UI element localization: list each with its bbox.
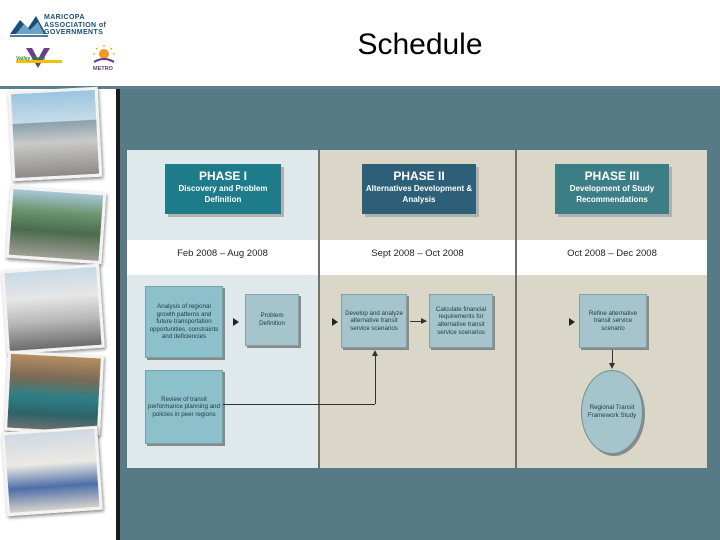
phase-3-dates: Oct 2008 – Dec 2008	[567, 248, 657, 259]
problem-definition-step: Problem Definition	[245, 294, 299, 346]
phase-3-header: PHASE III Development of Study Recommend…	[555, 164, 669, 214]
station-photo	[5, 185, 107, 265]
metro-logo-icon	[93, 45, 115, 63]
arrow-icon	[372, 350, 378, 356]
connector-line	[612, 350, 613, 364]
photo-strip	[0, 86, 118, 540]
arrow-icon	[609, 363, 615, 369]
connector-line	[223, 404, 375, 405]
light-rail-photo	[7, 86, 103, 182]
metro-logo-text: METRO	[93, 66, 113, 72]
phase-2-header: PHASE II Alternatives Development & Anal…	[362, 164, 476, 214]
maricopa-logo-text: MARICOPA ASSOCIATION of GOVERNMENTS	[44, 14, 107, 36]
framework-study-oval: Regional Transit Framework Study	[581, 370, 643, 454]
arrow-icon	[332, 318, 338, 326]
streetcar-photo	[3, 350, 105, 436]
arrow-icon	[410, 318, 427, 324]
phase-1-header: PHASE I Discovery and Problem Definition	[165, 164, 281, 214]
header-divider	[0, 86, 720, 89]
divider-bar	[116, 89, 120, 540]
bus-photo	[1, 263, 105, 355]
maricopa-logo-icon	[10, 16, 48, 37]
phase-subtitle: Development of Study Recommendations	[569, 184, 655, 204]
review-step: Review of transit performance planning a…	[145, 370, 223, 444]
phase-title: PHASE II	[393, 169, 445, 183]
commuter-rail-photo	[1, 425, 103, 517]
schedule-diagram: PHASE I Discovery and Problem Definition…	[127, 150, 707, 468]
refine-step: Refine alternative transit service scena…	[579, 294, 647, 348]
phase-3-column: PHASE III Development of Study Recommend…	[515, 150, 707, 468]
analysis-step: Analysis of regional growth patterns and…	[145, 286, 223, 358]
phase-1-dates: Feb 2008 – Aug 2008	[177, 248, 268, 259]
connector-line	[375, 356, 376, 404]
financial-requirements-step: Calculate financial requirements for alt…	[429, 294, 493, 348]
phase-subtitle: Alternatives Development & Analysis	[365, 184, 473, 204]
header: MARICOPA ASSOCIATION of GOVERNMENTS Vall…	[0, 0, 720, 88]
valley-metro-logo-icon	[16, 48, 62, 68]
phase-title: PHASE III	[584, 169, 640, 183]
develop-alternatives-step: Develop and analyze alternative transit …	[341, 294, 407, 348]
phase-subtitle: Discovery and Problem Definition	[178, 184, 268, 204]
valley-metro-logo-text: Valley Metro	[16, 56, 46, 62]
page-title: Schedule	[357, 28, 483, 61]
arrow-icon	[569, 318, 575, 326]
arrow-icon	[233, 318, 239, 326]
phase-2-dates: Sept 2008 – Oct 2008	[371, 248, 464, 259]
phase-title: PHASE I	[198, 169, 247, 183]
